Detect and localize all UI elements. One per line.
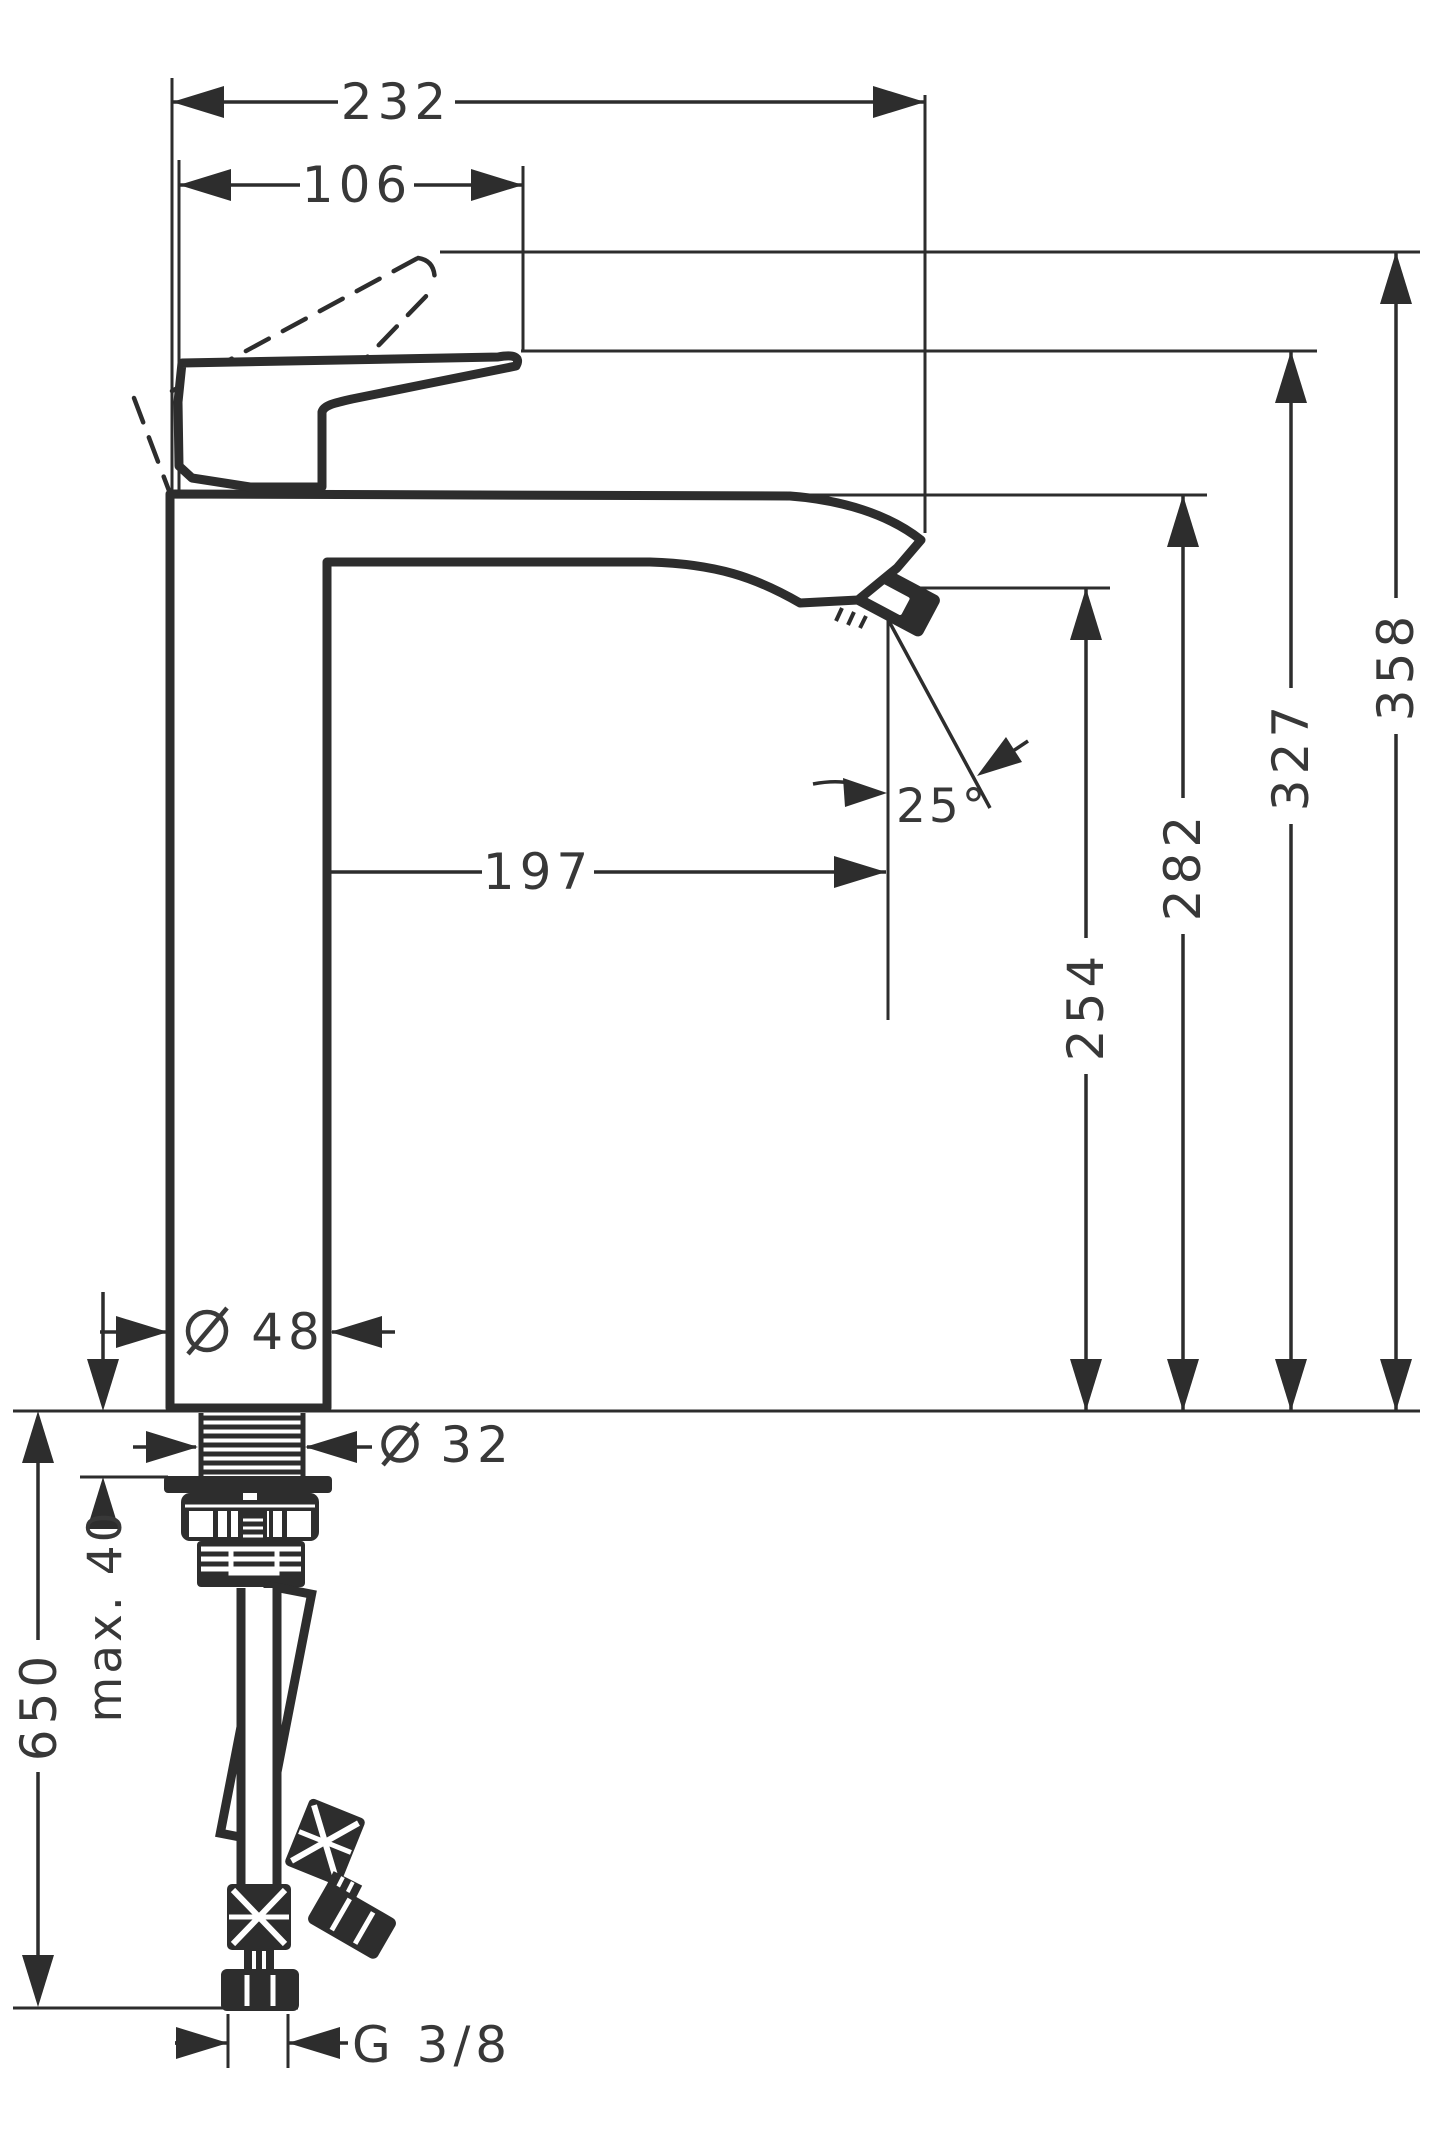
- dim-diameter-48: [100, 1316, 395, 1348]
- dimension-labels: 232 106 197 25° 254 282 327 358 48 32 ma…: [10, 73, 1425, 2074]
- aerator-spray-ticks: [834, 607, 868, 629]
- label-height-handle-raised: 358: [1367, 611, 1425, 721]
- dim-282: [1167, 495, 1199, 1411]
- label-shank-diameter: 32: [440, 1416, 514, 1474]
- label-spray-angle: 25°: [896, 779, 988, 834]
- handle-lever: [173, 351, 523, 492]
- mounting-flange: [164, 1476, 332, 1493]
- label-height-aerator: 254: [1057, 951, 1115, 1061]
- spray-angle-line: [882, 611, 992, 809]
- dim-106: [179, 169, 523, 201]
- label-height-handle: 327: [1262, 701, 1320, 811]
- dim-232: [172, 86, 925, 118]
- dim-327: [1275, 351, 1307, 1411]
- label-max-mounting-thickness: max. 40: [78, 1509, 133, 1722]
- hose-nut-left: [221, 1969, 299, 2011]
- diameter-icons: [185, 1306, 420, 1467]
- dim-650: [22, 1411, 54, 2007]
- dimension-lines: [22, 86, 1412, 2059]
- mounting-shank: [198, 1413, 306, 1476]
- hose-crimp-right: [285, 1798, 365, 1886]
- label-connection-thread: G 3/8: [352, 2016, 512, 2074]
- dim-g38: [175, 2027, 348, 2059]
- faucet-body: [165, 489, 926, 1413]
- diameter-icon: [381, 1421, 420, 1467]
- label-spout-reach: 197: [483, 843, 593, 901]
- hose-crimp-left: [227, 1884, 291, 1950]
- diameter-icon: [185, 1306, 229, 1356]
- hose-neck-left: [244, 1950, 274, 1970]
- dim-358: [1380, 252, 1412, 1411]
- label-height-spout-top: 282: [1154, 811, 1212, 921]
- dim-max-40: [87, 1292, 119, 1529]
- dim-25deg: [812, 737, 1029, 807]
- hose-nut-right: [308, 1883, 396, 1959]
- label-hose-length: 650: [10, 1651, 68, 1761]
- washer-stack: [197, 1510, 305, 1587]
- label-overall-projection: 232: [341, 73, 451, 131]
- mounting-hardware: [164, 1476, 332, 1587]
- supply-hose-left: [221, 1588, 299, 2011]
- dim-254: [1070, 588, 1102, 1411]
- label-handle-length: 106: [302, 156, 412, 214]
- dim-diameter-32: [133, 1431, 372, 1463]
- label-body-diameter: 48: [251, 1303, 325, 1361]
